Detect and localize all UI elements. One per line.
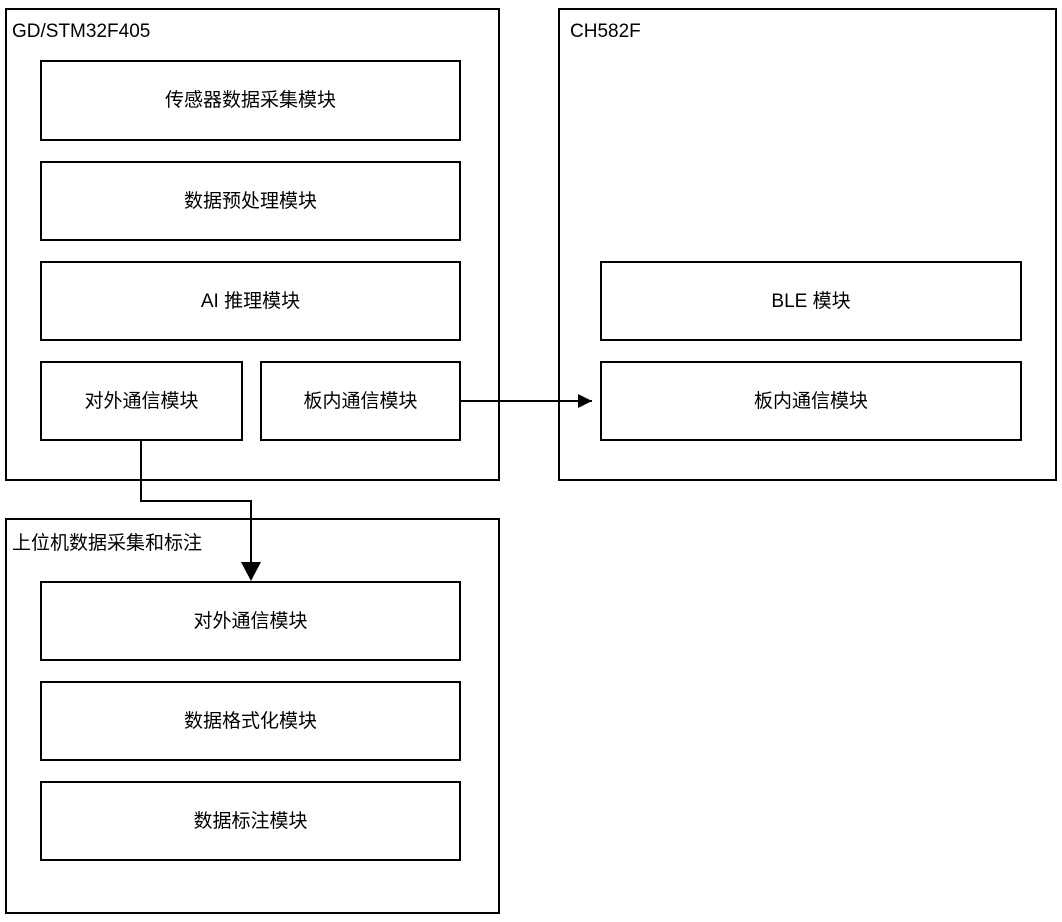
module-label-onboard-comm-ble: 板内通信模块 (753, 390, 868, 412)
module-label-data-preprocess: 数据预处理模块 (183, 190, 317, 212)
container-title-ble-mcu: CH582F (570, 21, 641, 42)
module-label-ai-inference: AI 推理模块 (200, 290, 301, 312)
module-data-annotation[interactable]: 数据标注模块 (40, 781, 461, 861)
module-onboard-comm-ble[interactable]: 板内通信模块 (600, 361, 1022, 441)
module-onboard-comm[interactable]: 板内通信模块 (260, 361, 461, 441)
module-label-data-annotation: 数据标注模块 (193, 810, 308, 832)
module-label-ble: BLE 模块 (771, 290, 851, 312)
module-ai-inference[interactable]: AI 推理模块 (40, 261, 461, 341)
module-host-external-comm[interactable]: 对外通信模块 (40, 581, 461, 661)
module-external-comm[interactable]: 对外通信模块 (40, 361, 243, 441)
module-label-host-external-comm: 对外通信模块 (193, 610, 308, 632)
container-title-host-pc: 上位机数据采集和标注 (12, 533, 203, 554)
container-title-mcu-main: GD/STM32F405 (12, 21, 151, 42)
module-sensor-acquisition[interactable]: 传感器数据采集模块 (40, 60, 461, 141)
module-data-format[interactable]: 数据格式化模块 (40, 681, 461, 761)
module-label-sensor-acquisition: 传感器数据采集模块 (164, 90, 336, 111)
module-data-preprocess[interactable]: 数据预处理模块 (40, 161, 461, 241)
container-ble-mcu[interactable] (558, 8, 1057, 481)
module-ble[interactable]: BLE 模块 (600, 261, 1022, 341)
module-label-onboard-comm: 板内通信模块 (303, 390, 418, 412)
container-mcu-main[interactable] (5, 8, 500, 481)
module-label-data-format: 数据格式化模块 (183, 710, 317, 732)
module-label-external-comm: 对外通信模块 (84, 390, 199, 412)
container-host-pc[interactable] (5, 518, 500, 914)
